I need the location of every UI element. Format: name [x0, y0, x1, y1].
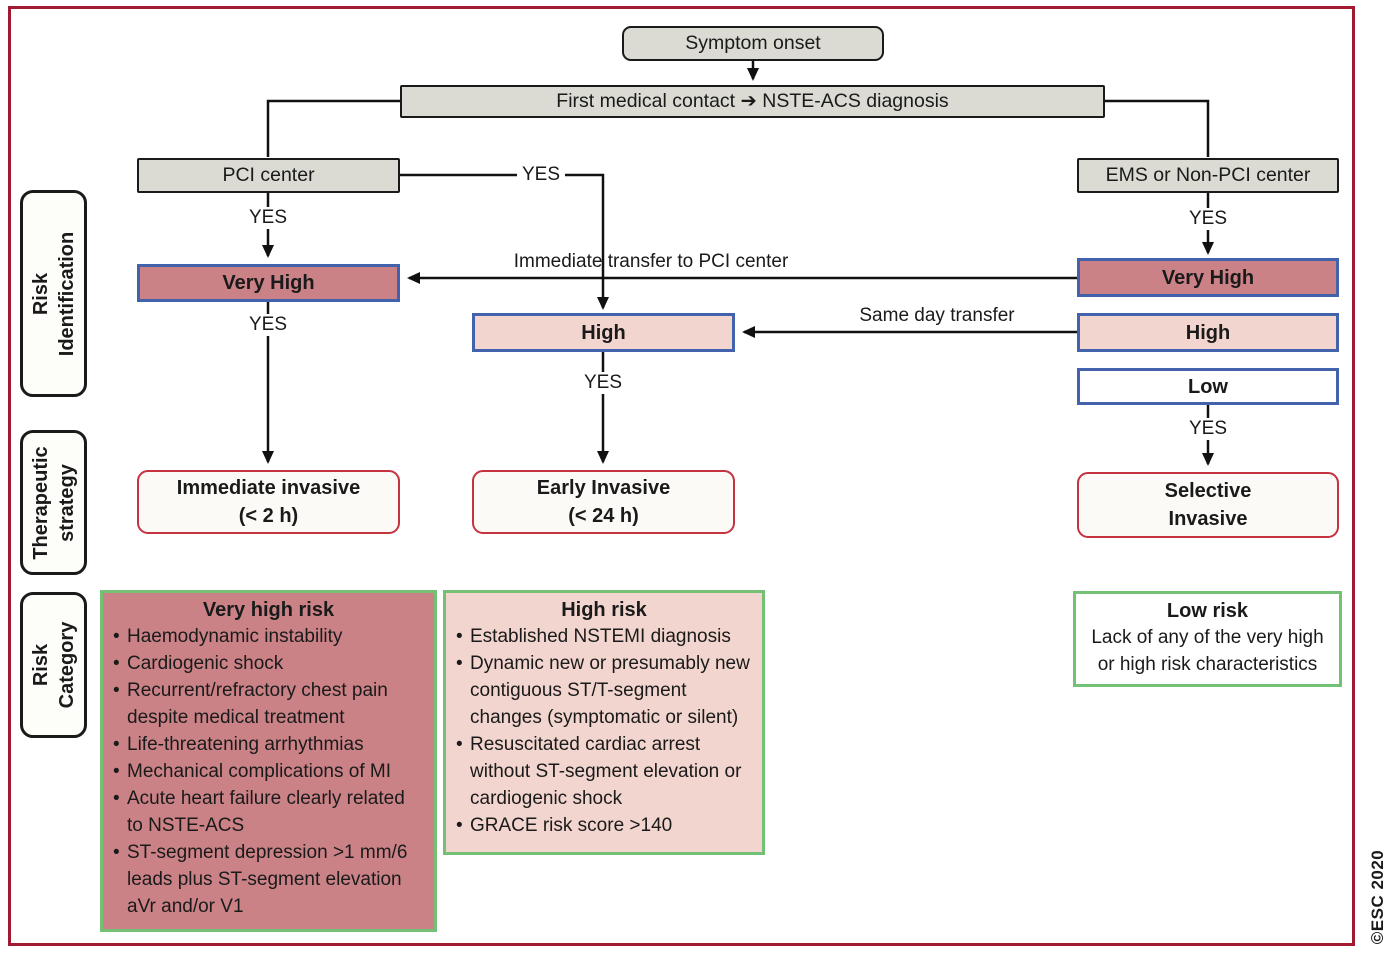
node-pci-center: PCI center	[137, 158, 400, 193]
side-label-therapeutic-strategy-line2: strategy	[55, 463, 78, 542]
node-high-middle: High	[472, 313, 735, 352]
category-high-risk-list: Established NSTEMI diagnosis Dynamic new…	[455, 624, 753, 840]
node-early-invasive-line2: (< 24 h)	[568, 505, 639, 527]
node-very-high-left-label: Very High	[222, 272, 315, 294]
node-high-right: High	[1077, 313, 1339, 352]
side-label-risk-identification: Risk Identification	[20, 190, 87, 397]
node-ems-center: EMS or Non-PCI center	[1077, 158, 1339, 193]
node-selective-invasive-line1: Selective	[1164, 480, 1252, 502]
node-symptom-onset: Symptom onset	[622, 26, 884, 61]
edge-label-yes-pci-right: YES	[516, 164, 566, 186]
node-first-medical-contact: First medical contact ➔ NSTE-ACS diagnos…	[400, 85, 1105, 118]
side-label-risk-category-line2: Category	[55, 621, 78, 709]
side-label-risk-identification-line1: Risk	[29, 272, 52, 315]
list-item: Mechanical complications of MI	[112, 759, 425, 786]
list-item: Cardiogenic shock	[112, 651, 425, 678]
edge-label-yes-veryhigh-left: YES	[243, 314, 293, 336]
node-immediate-invasive-line1: Immediate invasive	[176, 477, 361, 499]
edge-label-yes-pci: YES	[243, 207, 293, 229]
figure-border	[8, 6, 1355, 946]
category-high-risk: High risk Established NSTEMI diagnosis D…	[443, 590, 765, 855]
node-selective-invasive-line2: Invasive	[1168, 508, 1248, 530]
category-low-risk: Low risk Lack of any of the very high or…	[1073, 591, 1342, 687]
node-low-right-label: Low	[1188, 375, 1228, 398]
node-very-high-left: Very High	[137, 264, 400, 302]
list-item: Resuscitated cardiac arrest without ST-s…	[455, 732, 753, 813]
node-low-right: Low	[1077, 368, 1339, 405]
node-first-medical-contact-label: First medical contact ➔ NSTE-ACS diagnos…	[556, 89, 949, 112]
node-symptom-onset-label: Symptom onset	[685, 31, 821, 54]
category-low-risk-title: Low risk	[1166, 600, 1249, 622]
side-label-risk-identification-line2: Identification	[55, 231, 78, 356]
node-very-high-right-label: Very High	[1161, 266, 1255, 289]
edge-label-yes-high-middle: YES	[578, 372, 628, 394]
edge-label-yes-ems: YES	[1183, 208, 1233, 230]
node-early-invasive-line1: Early Invasive	[536, 477, 671, 499]
side-label-therapeutic-strategy: Therapeutic strategy	[20, 430, 87, 575]
list-item: Life-threatening arrhythmias	[112, 732, 425, 759]
category-high-risk-title: High risk	[561, 599, 647, 621]
node-high-right-label: High	[1185, 321, 1231, 344]
side-label-therapeutic-strategy-line1: Therapeutic	[29, 445, 52, 560]
node-immediate-invasive: Immediate invasive (< 2 h)	[137, 470, 400, 534]
list-item: GRACE risk score >140	[455, 813, 753, 840]
node-immediate-invasive-line2: (< 2 h)	[238, 505, 299, 527]
node-high-middle-label: High	[581, 321, 626, 344]
node-very-high-right: Very High	[1077, 258, 1339, 297]
node-selective-invasive: Selective Invasive	[1077, 472, 1339, 538]
edge-label-immediate-transfer: Immediate transfer to PCI center	[513, 251, 789, 272]
copyright-esc-2020: ©ESC 2020	[1368, 849, 1387, 945]
category-very-high-risk-list: Haemodynamic instability Cardiogenic sho…	[112, 624, 425, 921]
node-ems-center-label: EMS or Non-PCI center	[1105, 163, 1311, 186]
node-pci-center-label: PCI center	[222, 163, 315, 186]
list-item: Dynamic new or presumably new contiguous…	[455, 651, 753, 732]
list-item: Acute heart failure clearly related to N…	[112, 786, 425, 840]
edge-label-same-day-transfer: Same day transfer	[859, 305, 1015, 326]
list-item: Recurrent/refractory chest pain despite …	[112, 678, 425, 732]
category-very-high-risk: Very high risk Haemodynamic instability …	[100, 590, 437, 932]
category-low-risk-text: Lack of any of the very high or high ris…	[1091, 627, 1324, 675]
edge-label-yes-low-right: YES	[1183, 418, 1233, 440]
list-item: Established NSTEMI diagnosis	[455, 624, 753, 651]
category-very-high-risk-title: Very high risk	[202, 599, 335, 621]
list-item: Haemodynamic instability	[112, 624, 425, 651]
node-early-invasive: Early Invasive (< 24 h)	[472, 470, 735, 534]
side-label-risk-category-line1: Risk	[29, 643, 52, 687]
side-label-risk-category: Risk Category	[20, 592, 87, 738]
list-item: ST-segment depression >1 mm/6 leads plus…	[112, 840, 425, 921]
